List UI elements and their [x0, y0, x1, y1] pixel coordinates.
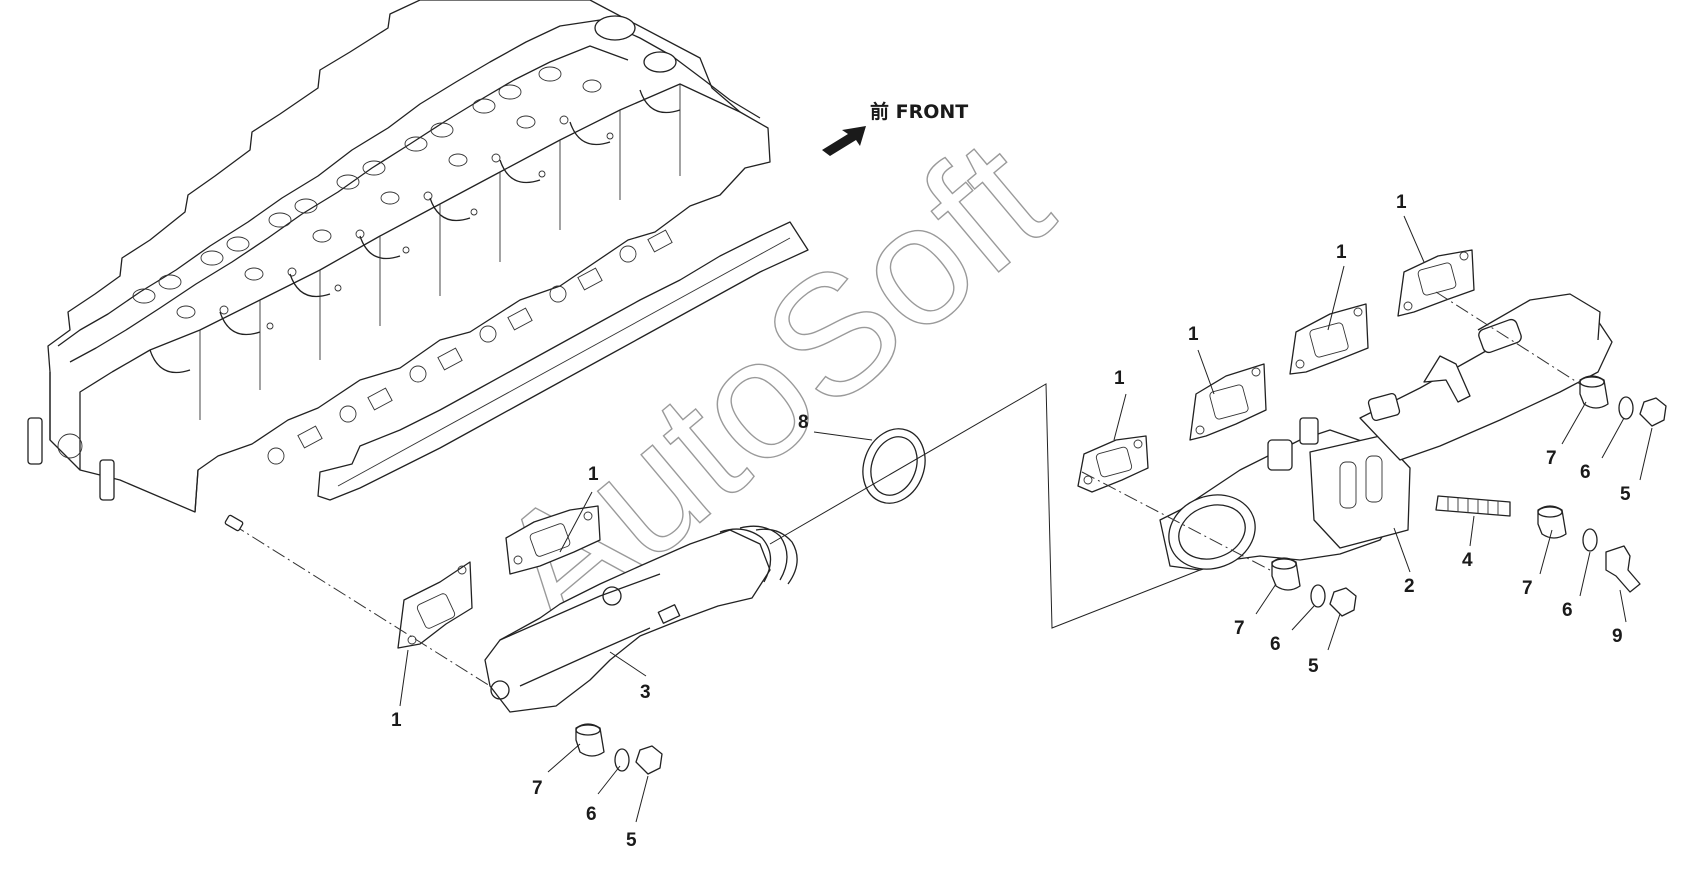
cylinder-head: [27, 0, 771, 513]
callout-6: 6: [586, 804, 597, 825]
stud-part-4: [1435, 495, 1511, 517]
callout-8: 8: [798, 412, 809, 433]
callout-7: 7: [1234, 618, 1245, 639]
callout-6: 6: [1270, 634, 1281, 655]
callout-6: 6: [1580, 462, 1591, 483]
callout-5: 5: [626, 830, 637, 851]
washer-part-6-right-mid: [1582, 528, 1598, 552]
front-direction-indicator: 前 FRONT: [822, 100, 968, 156]
callout-4: 4: [1462, 550, 1473, 571]
callout-9: 9: [1612, 626, 1623, 647]
washer-part-6-right-low: [1310, 584, 1326, 608]
gasket-part-1-right-d: [1397, 249, 1475, 317]
callout-1: 1: [1188, 324, 1199, 345]
stud-part-7-right-top: [1579, 375, 1609, 409]
assembly-lines: [224, 291, 1581, 687]
callout-6: 6: [1562, 600, 1573, 621]
washer-part-6-lower: [614, 748, 630, 772]
nut-part-5-lower: [635, 745, 663, 775]
callout-5: 5: [1308, 656, 1319, 677]
front-arrow-icon: [822, 126, 866, 156]
callout-labels: 1 1 1 1 1 1 2 3 4 5 5 5 6 6 6 6 7 7 7 7 …: [391, 192, 1631, 851]
elbow-adapter-part-2: [1159, 417, 1411, 571]
callout-3: 3: [640, 682, 651, 703]
callout-5: 5: [1620, 484, 1631, 505]
callout-1: 1: [1114, 368, 1125, 389]
nut-part-5-right-low: [1329, 587, 1357, 617]
stud-part-7-lower: [575, 723, 605, 757]
stud-part-7-right-low: [1271, 557, 1301, 591]
callout-1: 1: [1336, 242, 1347, 263]
front-label: 前 FRONT: [870, 100, 968, 123]
callout-7: 7: [532, 778, 543, 799]
gasket-part-1-right-c: [1289, 303, 1369, 375]
bolt-part-9: [1605, 545, 1641, 593]
gasket-part-1-right-a: [1077, 435, 1149, 493]
outlet-pipe: [1359, 293, 1613, 461]
callout-1: 1: [391, 710, 402, 731]
callout-1: 1: [1396, 192, 1407, 213]
washer-part-6-right-top: [1618, 396, 1634, 420]
callout-7: 7: [1522, 578, 1533, 599]
gasket-part-1-center: [505, 505, 601, 575]
leader-lines: [399, 215, 1653, 823]
nut-part-5-right-top: [1639, 397, 1667, 427]
gasket-part-1-right-b: [1189, 363, 1267, 441]
head-gasket: [317, 221, 809, 501]
callout-7: 7: [1546, 448, 1557, 469]
callout-1: 1: [588, 464, 599, 485]
gasket-part-1-lower-left: [397, 561, 473, 649]
inlet-pipe-part-3: [484, 525, 798, 713]
o-ring-part-8: [862, 428, 926, 504]
stud-part-7-right-mid: [1537, 505, 1567, 539]
callout-2: 2: [1404, 576, 1415, 597]
